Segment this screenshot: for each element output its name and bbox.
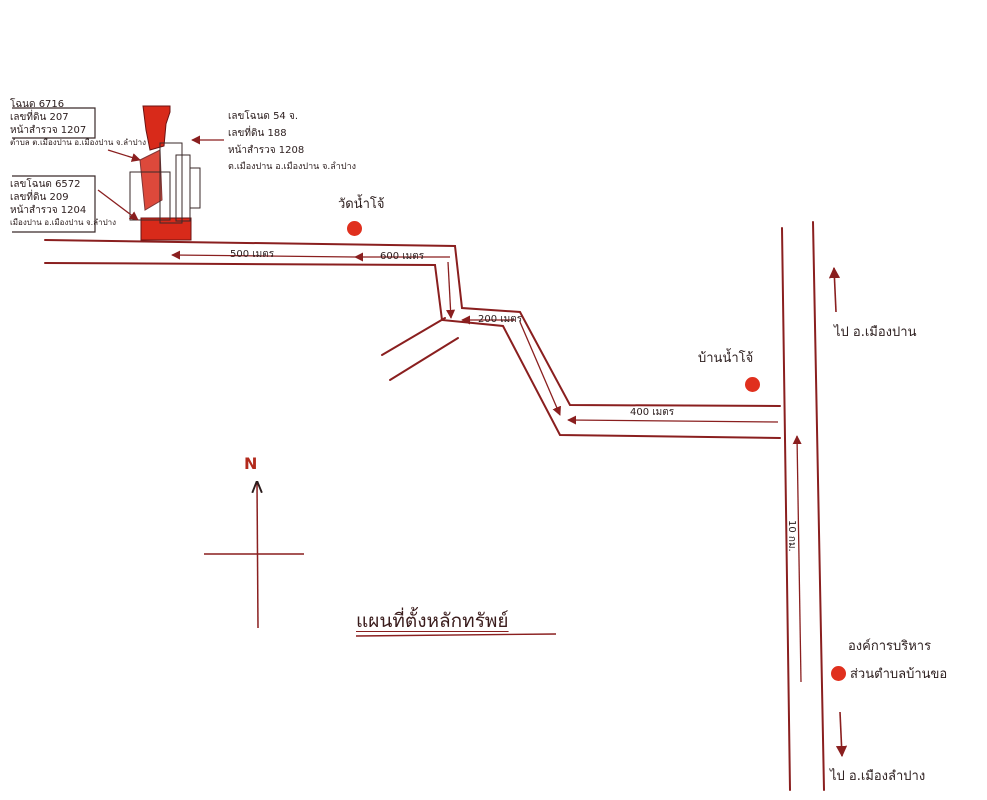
leader-bracket-upper — [12, 107, 96, 139]
parcel-right-line: หน้าสำรวจ 1208 — [228, 145, 305, 156]
route-arrow-lower — [567, 415, 779, 425]
village-marker — [745, 377, 760, 392]
wat-marker — [347, 221, 362, 236]
parcel-left-2-line: เมืองปาน อ.เมืองปาน จ.ลำปาง — [10, 218, 117, 227]
leader-arrow-lower — [97, 189, 139, 221]
route-arrows — [171, 250, 802, 683]
route-arrow-diagonal — [519, 321, 561, 416]
parcel-info-left-2: เลขโฉนด 6572 เลขที่ดิน 209 หน้าสำรวจ 120… — [10, 180, 116, 227]
distance-middle: 200 เมตร — [478, 314, 523, 325]
building-outline-4 — [189, 167, 201, 209]
road-edge-top-upper — [44, 239, 781, 407]
distance-highway: 10 กม. — [786, 520, 797, 552]
building-top-block — [142, 105, 171, 151]
distance-top-right: 600 เมตร — [380, 251, 425, 262]
property-building — [12, 105, 224, 241]
building-outline-3 — [175, 154, 191, 222]
compass-vertical — [257, 482, 258, 629]
building-mid-block — [139, 149, 163, 211]
parcel-left-1-line: โฉนด 6716 — [10, 99, 65, 110]
parcel-left-2-line: หน้าสำรวจ 1204 — [10, 205, 87, 216]
direction-south-label: ไป อ.เมืองลำปาง — [830, 769, 926, 784]
route-arrow-down-1 — [446, 261, 456, 319]
parcel-info-right: เลขโฉนด 54 จ. เลขที่ดิน 188 หน้าสำรวจ 12… — [228, 112, 356, 172]
parcel-left-1-line: หน้าสำรวจ 1207 — [10, 125, 87, 136]
arrow-to-south-town — [835, 711, 848, 758]
direction-arrows — [828, 266, 848, 758]
parcel-left-2-line: เลขโฉนด 6572 — [10, 179, 81, 190]
arrow-to-north-town — [828, 266, 841, 313]
office-marker — [831, 666, 846, 681]
building-outline-2 — [159, 142, 183, 224]
branch-road-edge-2 — [389, 337, 459, 381]
north-label: N — [244, 454, 258, 473]
direction-north-label: ไป อ.เมืองปาน — [834, 325, 917, 340]
route-arrow-highway — [792, 435, 802, 683]
distance-top-left: 500 เมตร — [230, 249, 275, 260]
parcel-right-line: เลขโฉนด 54 จ. — [228, 111, 299, 122]
route-arrow-top-left — [171, 250, 356, 260]
office-label-line-2: ส่วนตำบลบ้านขอ — [850, 667, 948, 682]
compass — [204, 482, 304, 629]
road-network — [44, 221, 825, 791]
parcel-right-line: ต.เมืองปาน อ.เมืองปาน จ.ลำปาง — [228, 162, 357, 172]
parcel-left-1-line: ตำบล ต.เมืองปาน อ.เมืองปาน จ.ลำปาง — [10, 138, 146, 147]
distance-lower: 400 เมตร — [630, 407, 675, 418]
wat-label: วัดน้ำโจ้ — [338, 197, 385, 212]
parcel-left-1-line: เลขที่ดิน 207 — [10, 112, 69, 123]
parcel-left-2-line: เลขที่ดิน 209 — [10, 192, 69, 203]
office-label-line-1: องค์การบริหาร — [848, 639, 932, 654]
map-title: แผนที่ตั้งหลักทรัพย์ — [356, 610, 509, 632]
road-edge-top-lower — [44, 262, 781, 439]
title-underline-accent — [355, 633, 557, 637]
building-outline-1 — [129, 171, 171, 221]
highway-edge-left — [781, 227, 791, 791]
parcel-right-line: เลขที่ดิน 188 — [228, 128, 287, 139]
parcel-info-left-1: โฉนด 6716 เลขที่ดิน 207 หน้าสำรวจ 1207 ต… — [10, 100, 146, 147]
leader-arrow-upper — [107, 149, 141, 162]
highway-edge-right — [812, 221, 825, 791]
village-label: บ้านน้ำโจ้ — [698, 351, 754, 366]
branch-road-edge-1 — [381, 317, 446, 356]
leader-bracket-lower — [12, 175, 96, 233]
